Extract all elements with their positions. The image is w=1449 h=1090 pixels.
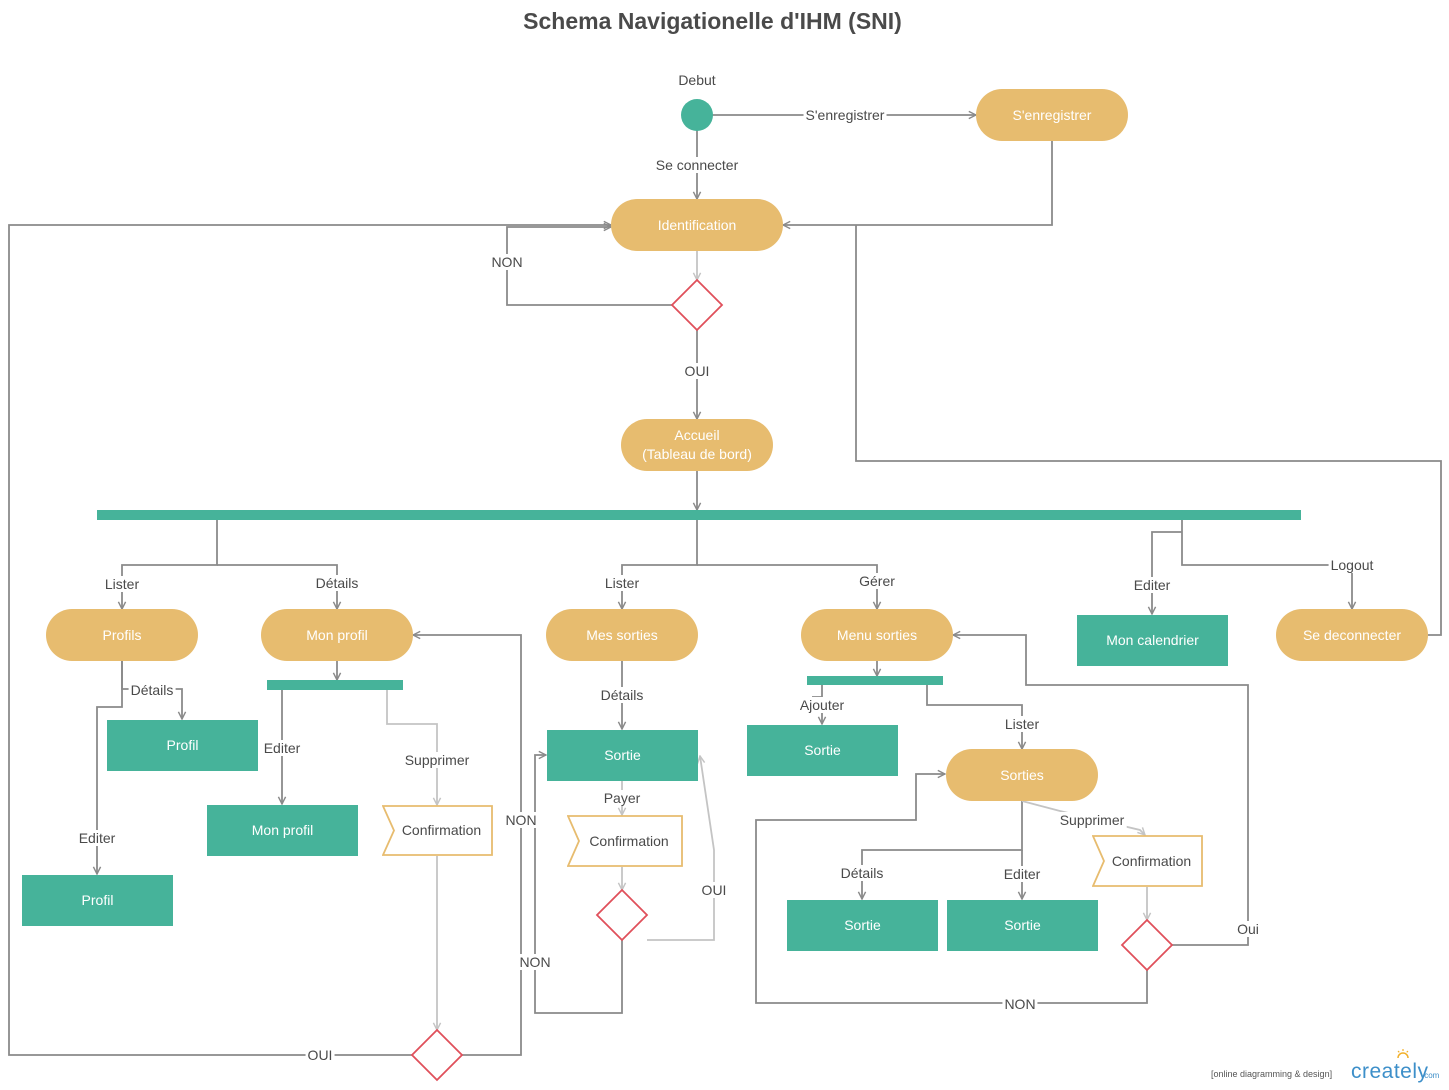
label-gerer: Gérer (857, 573, 897, 589)
label-supprimer-mon-profil: Supprimer (402, 752, 472, 768)
node-identification[interactable]: Identification (611, 199, 783, 251)
brand-logo-suffix: .com (1422, 1071, 1440, 1080)
decision-payer (595, 888, 649, 942)
edge-confirm-profil-oui (8, 225, 611, 1056)
node-sortie-details[interactable]: Sortie (547, 730, 698, 781)
brand-sun-icon (1397, 1049, 1409, 1059)
node-accueil[interactable]: Accueil (Tableau de bord) (621, 419, 773, 471)
node-confirmation-profil[interactable]: Confirmation (382, 805, 493, 856)
confirmation-profil-label: Confirmation (401, 822, 482, 838)
label-details-mon-profil: Détails (313, 575, 361, 591)
label-details-mes-sorties: Détails (598, 687, 646, 703)
node-confirmation-sorties[interactable]: Confirmation (1092, 835, 1203, 887)
label-oui-payer: OUI (699, 882, 729, 898)
node-menu-sorties[interactable]: Menu sorties (801, 609, 953, 661)
node-profil-details[interactable]: Profil (107, 720, 258, 771)
label-lister-profils: Lister (102, 576, 142, 592)
edge-profil-decision-non (413, 635, 522, 1056)
edge-deconnecter-identification (855, 225, 1442, 636)
label-lister-mes-sorties: Lister (602, 575, 642, 591)
edge-sorties-details (862, 801, 1023, 899)
label-editer-sorties: Editer (1001, 866, 1043, 882)
edge-sorties-decision-oui (953, 635, 1249, 946)
fork-bar-menu-sorties (807, 676, 943, 685)
node-sortie-ajouter[interactable]: Sortie (747, 725, 898, 776)
edge-sorties-decision-non (755, 774, 1148, 1004)
label-editer-profils: Editer (76, 830, 118, 846)
node-sortie-sorties-editer[interactable]: Sortie (947, 900, 1098, 951)
node-confirmation-payer[interactable]: Confirmation (567, 815, 683, 867)
node-mes-sorties[interactable]: Mes sorties (546, 609, 698, 661)
edge-bar-calendrier (1152, 531, 1182, 614)
confirmation-flag-shape (567, 815, 683, 867)
confirmation-sorties-label: Confirmation (1111, 852, 1192, 869)
label-editer-mon-profil: Editer (261, 740, 303, 756)
label-non-identification: NON (489, 254, 525, 270)
label-non-payer: NON (517, 954, 553, 970)
node-profils[interactable]: Profils (46, 609, 198, 661)
label-oui-sorties: Oui (1235, 921, 1261, 937)
label-non-profil: NON (503, 812, 539, 828)
label-lister-sorties: Lister (1002, 716, 1042, 732)
node-accueil-line1: Accueil (674, 427, 720, 443)
fork-bar-main (97, 510, 1301, 520)
diagram-title: Schema Navigationelle d'IHM (SNI) (523, 8, 902, 34)
label-supprimer-sorties: Supprimer (1057, 812, 1127, 828)
decision-sorties-confirmation (1120, 918, 1174, 972)
label-ajouter: Ajouter (797, 697, 847, 713)
edge-payer-non (534, 755, 623, 1014)
node-se-deconnecter[interactable]: Se deconnecter (1276, 609, 1428, 661)
edge-senregistrer-identification (783, 141, 1053, 225)
brand-tagline: [online diagramming & design] (1211, 1069, 1333, 1079)
label-senregistrer: S'enregistrer (803, 107, 887, 123)
node-mon-profil-edit[interactable]: Mon profil (207, 805, 358, 856)
label-oui-identification: OUI (682, 363, 712, 379)
edge-bar-deconnecter (1181, 520, 1352, 609)
edge-supprimer-profil (386, 690, 437, 805)
label-editer-calendrier: Editer (1131, 577, 1173, 593)
confirmation-payer-label: Confirmation (589, 832, 669, 849)
label-logout: Logout (1328, 557, 1376, 573)
label-non-sorties: NON (1002, 996, 1038, 1012)
node-senregistrer[interactable]: S'enregistrer (976, 89, 1128, 141)
edge-profils-editer (97, 661, 123, 874)
node-accueil-line2: (Tableau de bord) (642, 446, 752, 462)
edge-bar-mon-profil (217, 564, 337, 609)
edge-bar-menu-sorties (697, 564, 877, 609)
label-oui-profil: OUI (305, 1047, 335, 1063)
node-sortie-sorties-details[interactable]: Sortie (787, 900, 938, 951)
confirmation-flag-shape (382, 805, 493, 856)
confirmation-flag-shape (1092, 835, 1203, 887)
label-se-connecter: Se connecter (653, 157, 741, 173)
decision-identification (670, 278, 724, 332)
label-payer: Payer (601, 790, 643, 806)
edge-bar-mes-sorties (622, 520, 698, 609)
label-details-sorties: Détails (838, 865, 886, 881)
node-profil-editer[interactable]: Profil (22, 875, 173, 926)
node-sorties[interactable]: Sorties (946, 749, 1098, 801)
start-node (681, 99, 713, 131)
decision-profil-confirmation (410, 1028, 464, 1082)
edge-ajouter-stub (812, 685, 823, 698)
node-mon-profil[interactable]: Mon profil (261, 609, 413, 661)
brand-logo[interactable]: creately (1351, 1060, 1429, 1083)
node-mon-calendrier[interactable]: Mon calendrier (1077, 615, 1228, 666)
edge-bar-profils (122, 520, 218, 609)
label-debut: Debut (676, 72, 718, 88)
fork-bar-mon-profil (267, 680, 403, 690)
label-details-profils: Détails (128, 682, 176, 698)
